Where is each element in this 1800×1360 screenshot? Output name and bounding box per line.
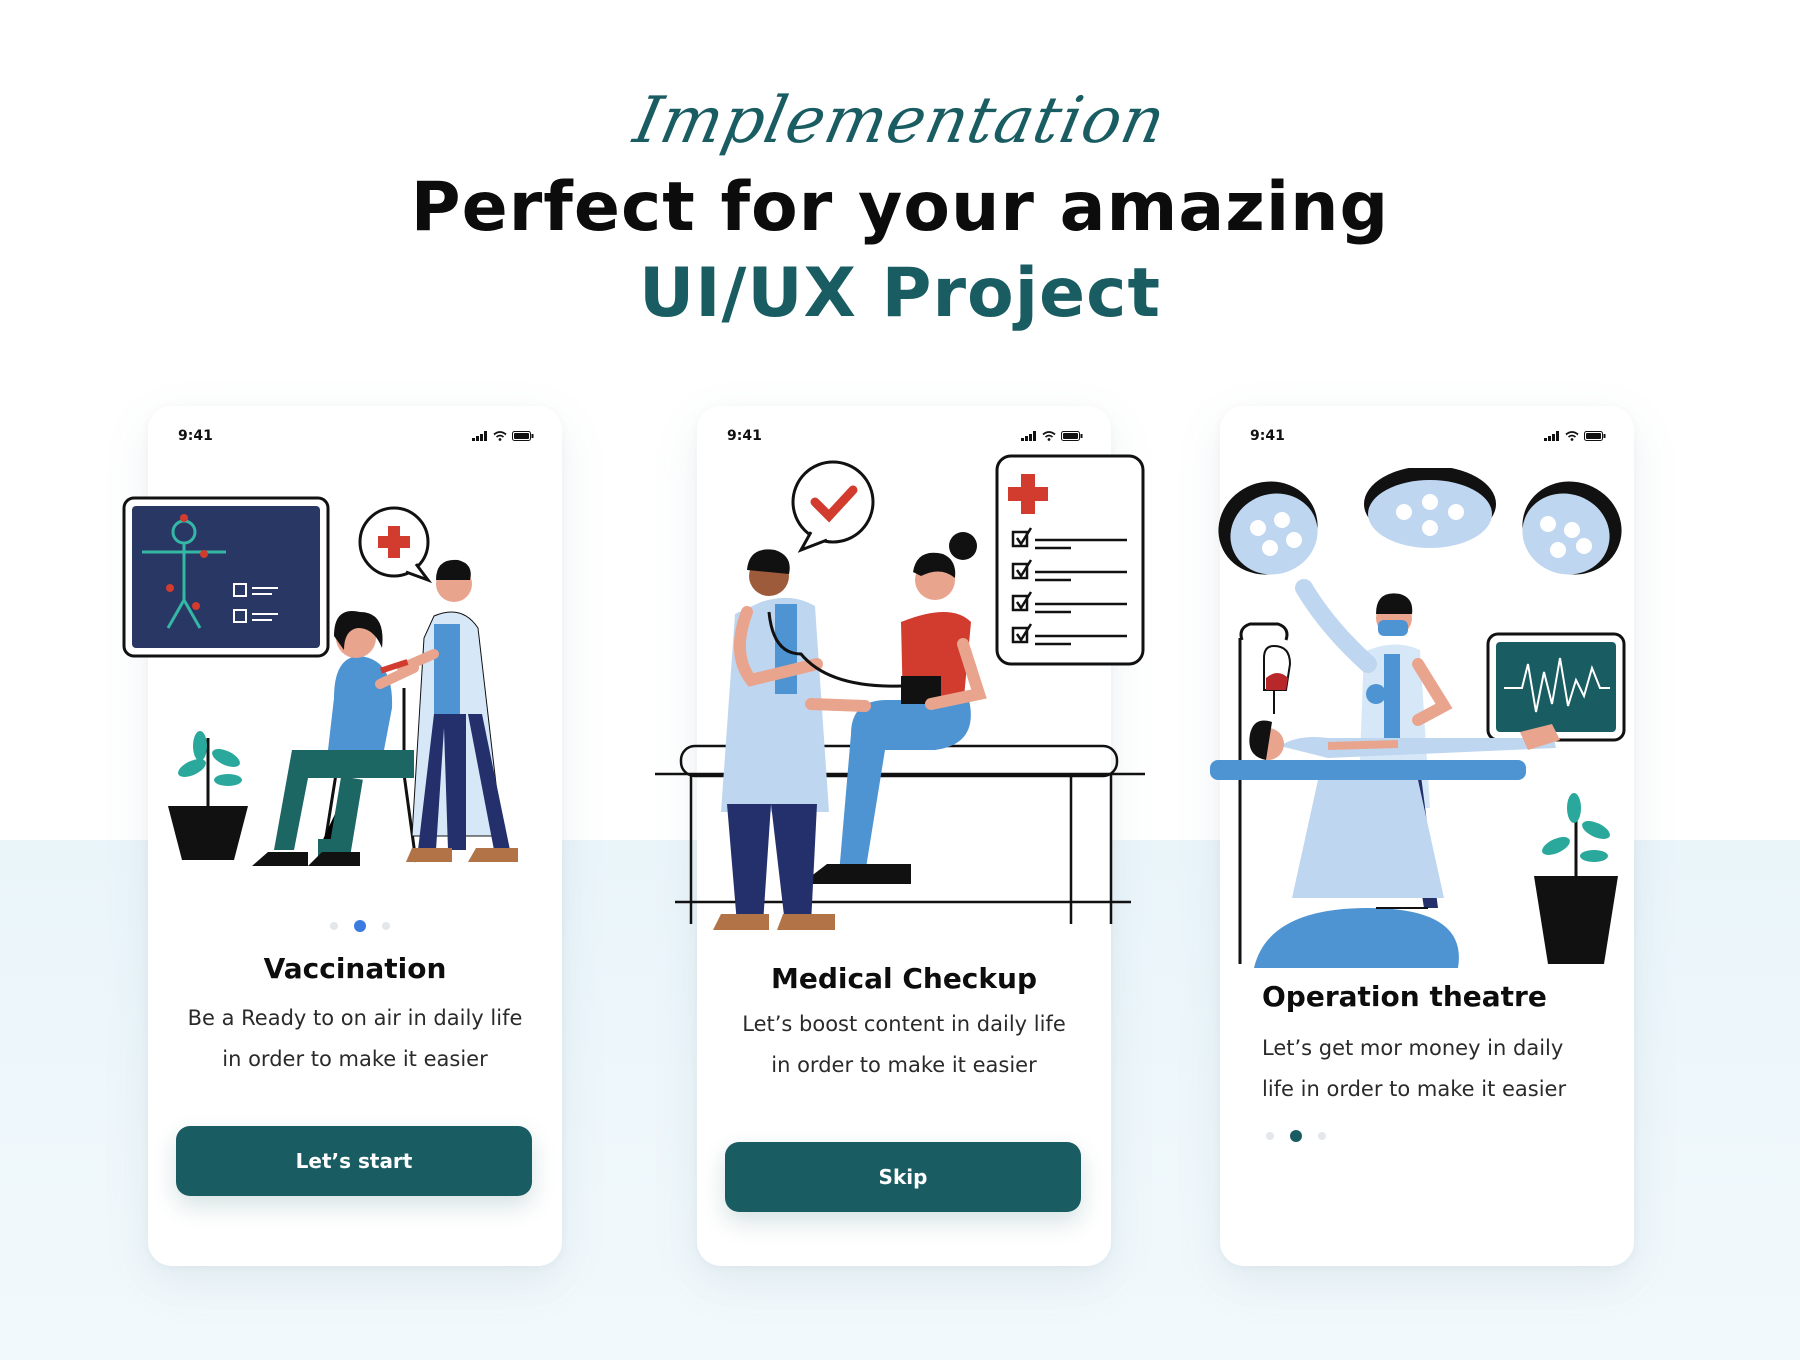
phone-screen-medical-checkup: 9:41 — [655, 406, 1145, 1266]
page-dot-active[interactable] — [1290, 1130, 1302, 1142]
screen-description: Let’s get mor money in daily life in ord… — [1262, 1028, 1602, 1110]
wifi-icon — [1565, 431, 1579, 441]
phone-screen-operation-theatre: 9:41 — [1210, 406, 1634, 1266]
screen-title: Operation theatre — [1262, 980, 1547, 1013]
wifi-icon — [1042, 431, 1056, 441]
description-line-2: in order to make it easier — [222, 1047, 488, 1071]
battery-icon — [1584, 431, 1606, 441]
page-dot[interactable] — [330, 922, 338, 930]
medical-checkup-illustration — [655, 454, 1145, 930]
status-bar: 9:41 — [1250, 428, 1606, 448]
wifi-icon — [493, 431, 507, 441]
script-heading: Implementation — [627, 84, 1173, 158]
screen-title: Medical Checkup — [771, 962, 1037, 995]
signal-icon — [1021, 431, 1036, 441]
page-dot-active[interactable] — [354, 920, 366, 932]
description-line-1: Let’s boost content in daily life — [742, 1012, 1066, 1036]
page-indicator — [330, 920, 390, 932]
page-title-line-2: UI/UX Project — [638, 254, 1161, 333]
screen-title: Vaccination — [263, 952, 447, 985]
screen-description: Let’s boost content in daily life in ord… — [697, 1004, 1111, 1086]
status-time: 9:41 — [1250, 428, 1285, 444]
page-indicator — [1266, 1130, 1326, 1142]
battery-icon — [1061, 431, 1083, 441]
signal-icon — [472, 431, 487, 441]
signal-icon — [1544, 431, 1559, 441]
battery-icon — [512, 431, 534, 441]
status-time: 9:41 — [727, 428, 762, 444]
hero-header: Implementation Perfect for your amazing … — [0, 0, 1800, 360]
status-bar: 9:41 — [727, 428, 1083, 448]
page-dot[interactable] — [1318, 1132, 1326, 1140]
page-title-line-1: Perfect for your amazing — [410, 168, 1390, 247]
screen-description: Be a Ready to on air in daily life in or… — [148, 998, 562, 1080]
status-icons — [1021, 431, 1083, 441]
page-dot[interactable] — [1266, 1132, 1274, 1140]
description-line-2: life in order to make it easier — [1262, 1077, 1567, 1101]
operation-theatre-illustration — [1210, 468, 1626, 968]
description-line-1: Be a Ready to on air in daily life — [187, 1006, 523, 1030]
description-line-1: Let’s get mor money in daily — [1262, 1036, 1564, 1060]
status-bar: 9:41 — [178, 428, 534, 448]
status-icons — [1544, 431, 1606, 441]
skip-button[interactable]: Skip — [725, 1142, 1081, 1212]
page-dot[interactable] — [382, 922, 390, 930]
vaccination-illustration — [122, 496, 518, 866]
status-icons — [472, 431, 534, 441]
description-line-2: in order to make it easier — [771, 1053, 1037, 1077]
status-time: 9:41 — [178, 428, 213, 444]
phone-screen-vaccination: 9:41 — [122, 406, 562, 1266]
lets-start-button[interactable]: Let’s start — [176, 1126, 532, 1196]
